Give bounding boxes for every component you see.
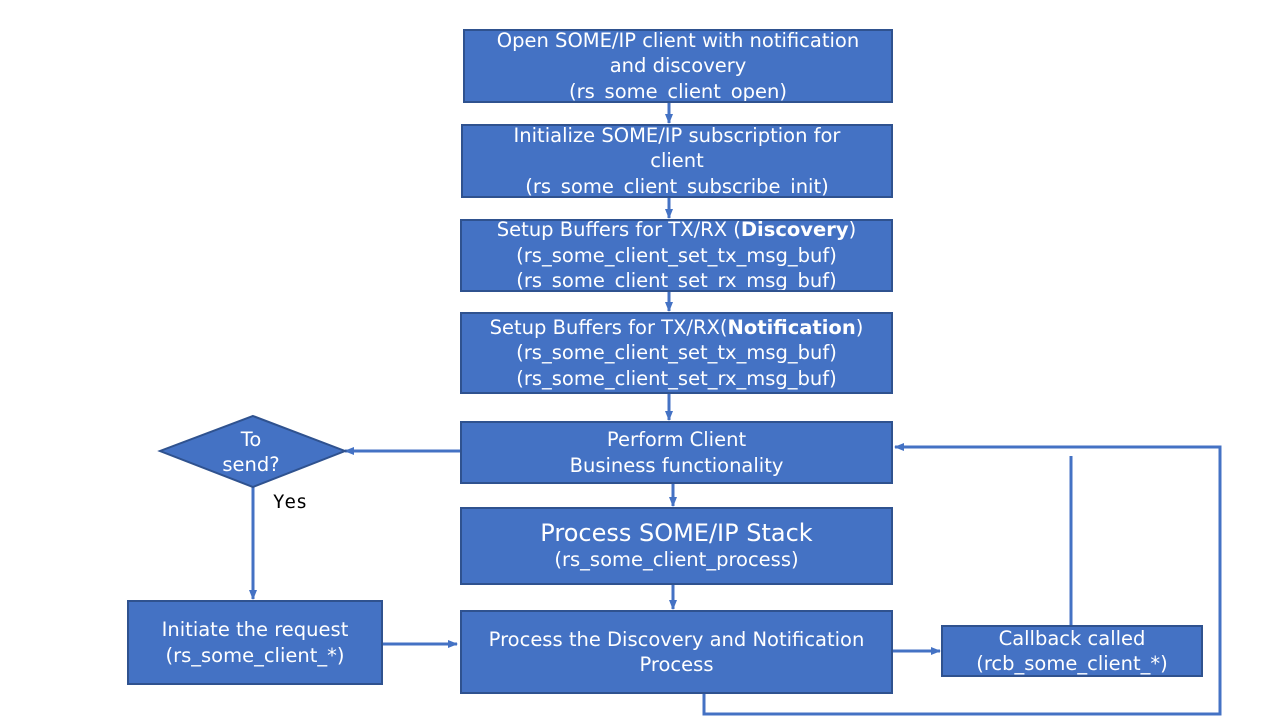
notification-buffers-prefix: Setup Buffers for TX/RX( [489,315,728,339]
business-functionality-box: Perform Client Business functionality [460,421,893,484]
yes-label: Yes [273,491,308,513]
open-client-line-1: Open SOME/IP client with notification [496,29,860,52]
notification-buffers-box: Setup Buffers for TX/RX(Notification) (r… [460,312,893,394]
subscribe-init-box: Initialize SOME/IP subscription for clie… [461,124,893,198]
discovery-buffers-suffix: ) [848,219,857,242]
discovery-buffers-line-2: (rs_some_client_set_tx_msg_buf) [516,243,837,267]
request-line-1: Initiate the request [161,618,349,641]
process-stack-box: Process SOME/IP Stack (rs_some_client_pr… [460,507,893,585]
discovery-buffers-line-3: (rs_some_client_set_rx_msg_buf) [516,269,837,292]
discovery-buffers-prefix: Setup Buffers for TX/RX ( [496,219,741,242]
notification-buffers-line-1: Setup Buffers for TX/RX(Notification) [490,315,864,341]
subscribe-init-line-2: client [650,149,704,173]
callback-line-2: (rcb_some_client_*) [976,652,1168,675]
business-line-2: Business functionality [569,453,784,477]
discovery-buffers-bold: Discovery [740,219,849,242]
initiate-request-box: Initiate the request (rs_some_client_*) [127,600,383,685]
loop-back-to-business [702,443,1222,716]
notification-buffers-line-3: (rs_some_client_set_rx_msg_buf) [516,366,837,390]
subscribe-init-line-1: Initialize SOME/IP subscription for [513,124,841,147]
discovery-process-line-1: Process the Discovery and Notification [488,627,865,651]
discovery-buffers-box: Setup Buffers for TX/RX (Discovery) (rs_… [460,219,893,292]
notification-buffers-line-2: (rs_some_client_set_tx_msg_buf) [516,341,837,365]
discovery-process-line-2: Process [639,653,714,676]
open-client-box: Open SOME/IP client with notification an… [463,29,893,103]
notification-buffers-bold: Notification [727,315,856,339]
callback-line-1: Callback called [998,626,1146,650]
decision-line-1: To [240,428,262,451]
process-stack-sub: (rs_some_client_process) [554,548,799,572]
decision-label: To send? [191,427,311,477]
decision-line-2: send? [222,453,280,476]
discovery-notification-process-box: Process the Discovery and Notification P… [460,610,893,694]
subscribe-init-line-3: (rs_some_client_subscribe_init) [525,174,829,198]
discovery-buffers-line-1: Setup Buffers for TX/RX (Discovery) [496,219,857,243]
open-client-line-3: (rs_some_client_open) [569,79,787,103]
callback-box: Callback called (rcb_some_client_*) [941,625,1203,677]
business-line-1: Perform Client [606,428,747,451]
process-stack-title: Process SOME/IP Stack [540,519,813,548]
notification-buffers-suffix: ) [855,315,864,339]
decision-diamond [157,414,348,489]
request-line-2: (rs_some_client_*) [165,643,345,667]
open-client-line-2: and discovery [609,54,747,78]
